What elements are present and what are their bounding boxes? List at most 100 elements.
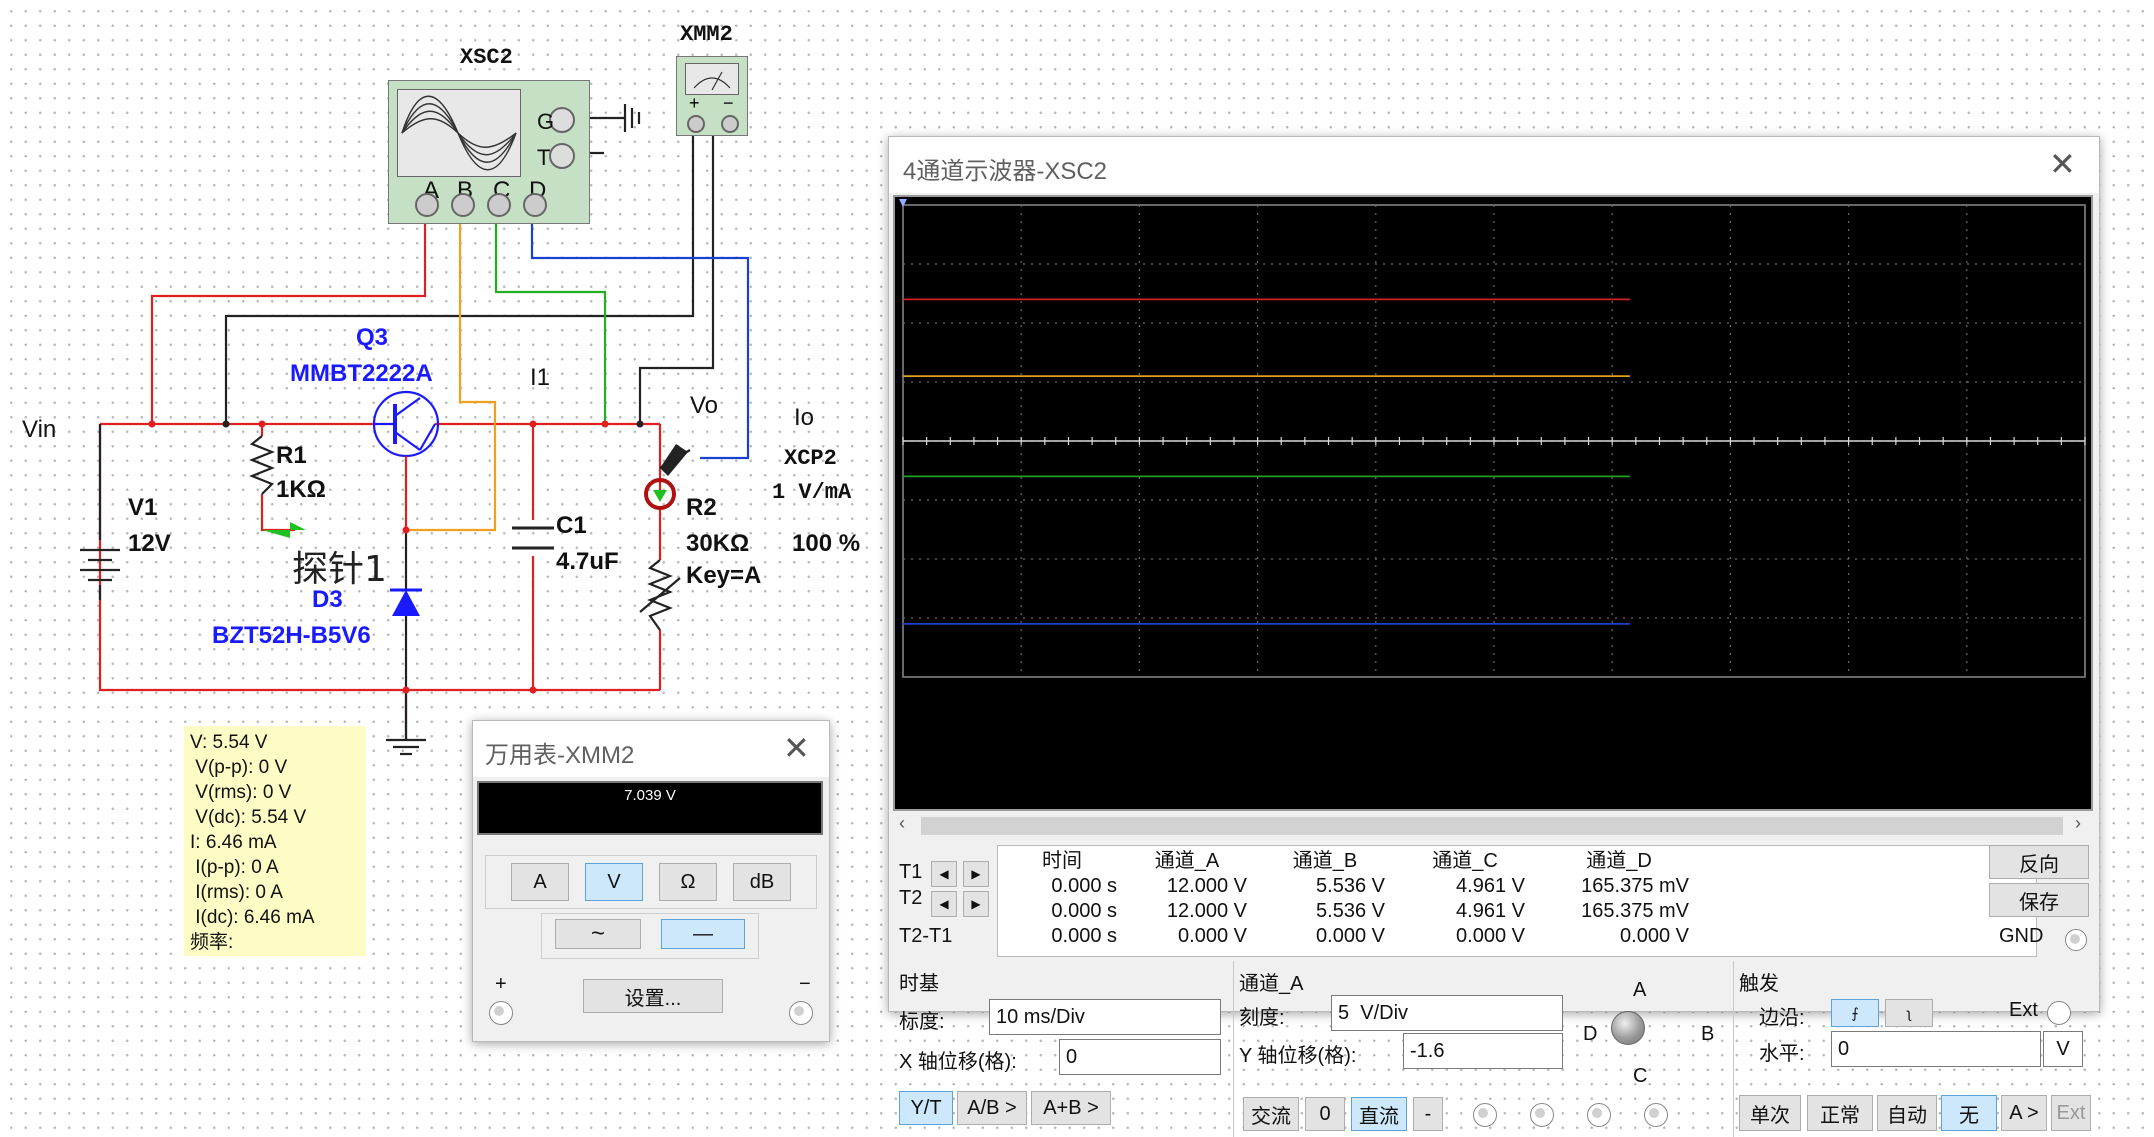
gnd-terminal[interactable]: [2065, 929, 2087, 951]
channel-scale-field[interactable]: 5 V/Div: [1331, 995, 1563, 1031]
none-trigger-button[interactable]: 无: [1941, 1095, 1997, 1131]
voltmeter-mode-button[interactable]: V: [585, 863, 643, 901]
channel-selector-knob-icon[interactable]: [1611, 1011, 1645, 1045]
apb-mode-button[interactable]: A+B >: [1031, 1091, 1111, 1125]
zero-coupling-button[interactable]: 0: [1305, 1097, 1345, 1131]
r2-key: Key=A: [686, 562, 762, 589]
oscilloscope-window[interactable]: 4通道示波器-XSC2 ✕ ‹ › T1 T2 T2-T1 ◀ ▶ ◀ ▶ 时间…: [888, 136, 2100, 1137]
probe-line: V(dc): 5.54 V: [190, 807, 307, 828]
xsc2-pin-b[interactable]: [451, 193, 475, 217]
scope-scrollbar[interactable]: ‹ ›: [893, 813, 2093, 839]
t1-left-arrow-icon[interactable]: ◀: [931, 861, 957, 887]
cursor-readout-table: [997, 845, 2037, 957]
minus-coupling-button[interactable]: -: [1413, 1097, 1443, 1131]
close-icon[interactable]: ✕: [783, 730, 810, 766]
xsc2-g-label: G: [537, 109, 555, 134]
yt-mode-button[interactable]: Y/T: [899, 1091, 953, 1125]
trigger-level-label: 水平:: [1759, 1043, 1805, 1065]
probe-line: 频率:: [190, 932, 234, 953]
ab-mode-button[interactable]: A/B >: [957, 1091, 1027, 1125]
ohmmeter-mode-button[interactable]: Ω: [659, 863, 717, 901]
t1-right-arrow-icon[interactable]: ▶: [963, 861, 989, 887]
multimeter-plus-terminal[interactable]: [489, 1001, 513, 1025]
channel-panel: 通道_A 刻度: 5 V/Div Y 轴位移(格): -1.6 交流 0 直流 …: [1233, 961, 1734, 1137]
xsc2-pin-a[interactable]: [415, 193, 439, 217]
single-trigger-button[interactable]: 单次: [1739, 1095, 1801, 1131]
xmm2-minus-label: −: [723, 93, 734, 113]
q3-name: Q3: [356, 324, 389, 351]
xmm2-plus-terminal[interactable]: [687, 115, 705, 133]
readout-cell: 0.000 V: [1620, 925, 1689, 947]
probe-line: I(p-p): 0 A: [190, 857, 279, 878]
scroll-right-icon[interactable]: ›: [2075, 813, 2081, 833]
v1-name: V1: [128, 494, 158, 521]
normal-trigger-button[interactable]: 正常: [1807, 1095, 1873, 1131]
multimeter-title: 万用表-XMM2: [485, 742, 635, 769]
falling-edge-button[interactable]: ʅ: [1885, 999, 1933, 1027]
trigger-ext-radio[interactable]: [2047, 1001, 2071, 1025]
xsc2-t-terminal[interactable]: [549, 143, 575, 169]
trigger-level-field[interactable]: 0: [1831, 1031, 2041, 1067]
scope-screen[interactable]: [893, 195, 2093, 811]
channel-terminal-2[interactable]: [1530, 1103, 1554, 1127]
readout-header: 通道_B: [1292, 850, 1358, 872]
v1-value: 12V: [128, 530, 171, 557]
multimeter-window[interactable]: 万用表-XMM2 ✕ 7.039 V A V Ω dB ~ — + 设置... …: [472, 720, 830, 1042]
multimeter-plus-label: +: [495, 973, 507, 995]
xmm2-minus-terminal[interactable]: [721, 115, 739, 133]
trigger-level-unit[interactable]: V: [2043, 1031, 2083, 1067]
ext-trigger-button[interactable]: Ext: [2051, 1095, 2091, 1131]
channel-terminal-3[interactable]: [1587, 1103, 1611, 1127]
q3-model: MMBT2222A: [290, 360, 433, 387]
readout-cell: 0.000 V: [1316, 925, 1385, 947]
xmm2-instrument[interactable]: + −: [676, 56, 748, 136]
a-trigger-button[interactable]: A >: [2001, 1095, 2047, 1131]
r2-value: 30KΩ: [686, 530, 750, 557]
channel-terminal-4[interactable]: [1644, 1103, 1668, 1127]
probe-line: V(p-p): 0 V: [190, 757, 288, 778]
reverse-button[interactable]: 反向: [1989, 845, 2089, 879]
settings-button[interactable]: 设置...: [583, 979, 723, 1013]
ac-mode-button[interactable]: ~: [555, 919, 641, 949]
cursor-t1-marker: [899, 199, 907, 207]
close-icon[interactable]: ✕: [2049, 146, 2076, 182]
channel-terminal-1[interactable]: [1473, 1103, 1497, 1127]
t2-t1-label: T2-T1: [899, 925, 953, 947]
gnd-label: GND: [1999, 925, 2044, 947]
multimeter-display: 7.039 V: [477, 781, 823, 835]
scroll-left-icon[interactable]: ‹: [899, 813, 905, 833]
scroll-thumb[interactable]: [921, 817, 2063, 835]
t2-right-arrow-icon[interactable]: ▶: [963, 891, 989, 917]
multimeter-signal-group: [541, 913, 759, 959]
probe-line: V(rms): 0 V: [190, 782, 292, 803]
schematic-wires: [80, 104, 750, 756]
xsc2-g-terminal[interactable]: [549, 107, 575, 133]
timebase-scale-field[interactable]: 10 ms/Div: [989, 999, 1221, 1035]
save-button[interactable]: 保存: [1989, 883, 2089, 917]
dc-mode-button[interactable]: —: [661, 919, 745, 949]
c1-value: 4.7uF: [556, 548, 619, 575]
readout-cell: 4.961 V: [1456, 875, 1525, 897]
readout-cell: 0.000 V: [1456, 925, 1525, 947]
multimeter-reading: 7.039 V: [624, 787, 676, 804]
auto-trigger-button[interactable]: 自动: [1877, 1095, 1937, 1131]
knob-label-a: A: [1633, 979, 1647, 1001]
x-position-field[interactable]: 0: [1059, 1039, 1221, 1075]
rising-edge-button[interactable]: ⨍: [1831, 999, 1879, 1027]
xmm2-plus-label: +: [689, 93, 700, 113]
timebase-title: 时基: [899, 973, 939, 995]
xsc2-pin-d[interactable]: [523, 193, 547, 217]
ammeter-mode-button[interactable]: A: [511, 863, 569, 901]
t2-left-arrow-icon[interactable]: ◀: [931, 891, 957, 917]
y-position-field[interactable]: -1.6: [1403, 1033, 1563, 1069]
readout-cell: 0.000 V: [1178, 925, 1247, 947]
decibel-mode-button[interactable]: dB: [733, 863, 791, 901]
xsc2-instrument[interactable]: G T A B C D: [388, 80, 590, 224]
xsc2-pin-c[interactable]: [487, 193, 511, 217]
multimeter-titlebar[interactable]: 万用表-XMM2 ✕: [473, 721, 829, 777]
ac-coupling-button[interactable]: 交流: [1243, 1097, 1299, 1131]
oscilloscope-titlebar[interactable]: 4通道示波器-XSC2 ✕: [889, 137, 2099, 193]
multimeter-minus-terminal[interactable]: [789, 1001, 813, 1025]
dc-coupling-button[interactable]: 直流: [1351, 1097, 1407, 1131]
readout-header: 时间: [1042, 850, 1082, 872]
